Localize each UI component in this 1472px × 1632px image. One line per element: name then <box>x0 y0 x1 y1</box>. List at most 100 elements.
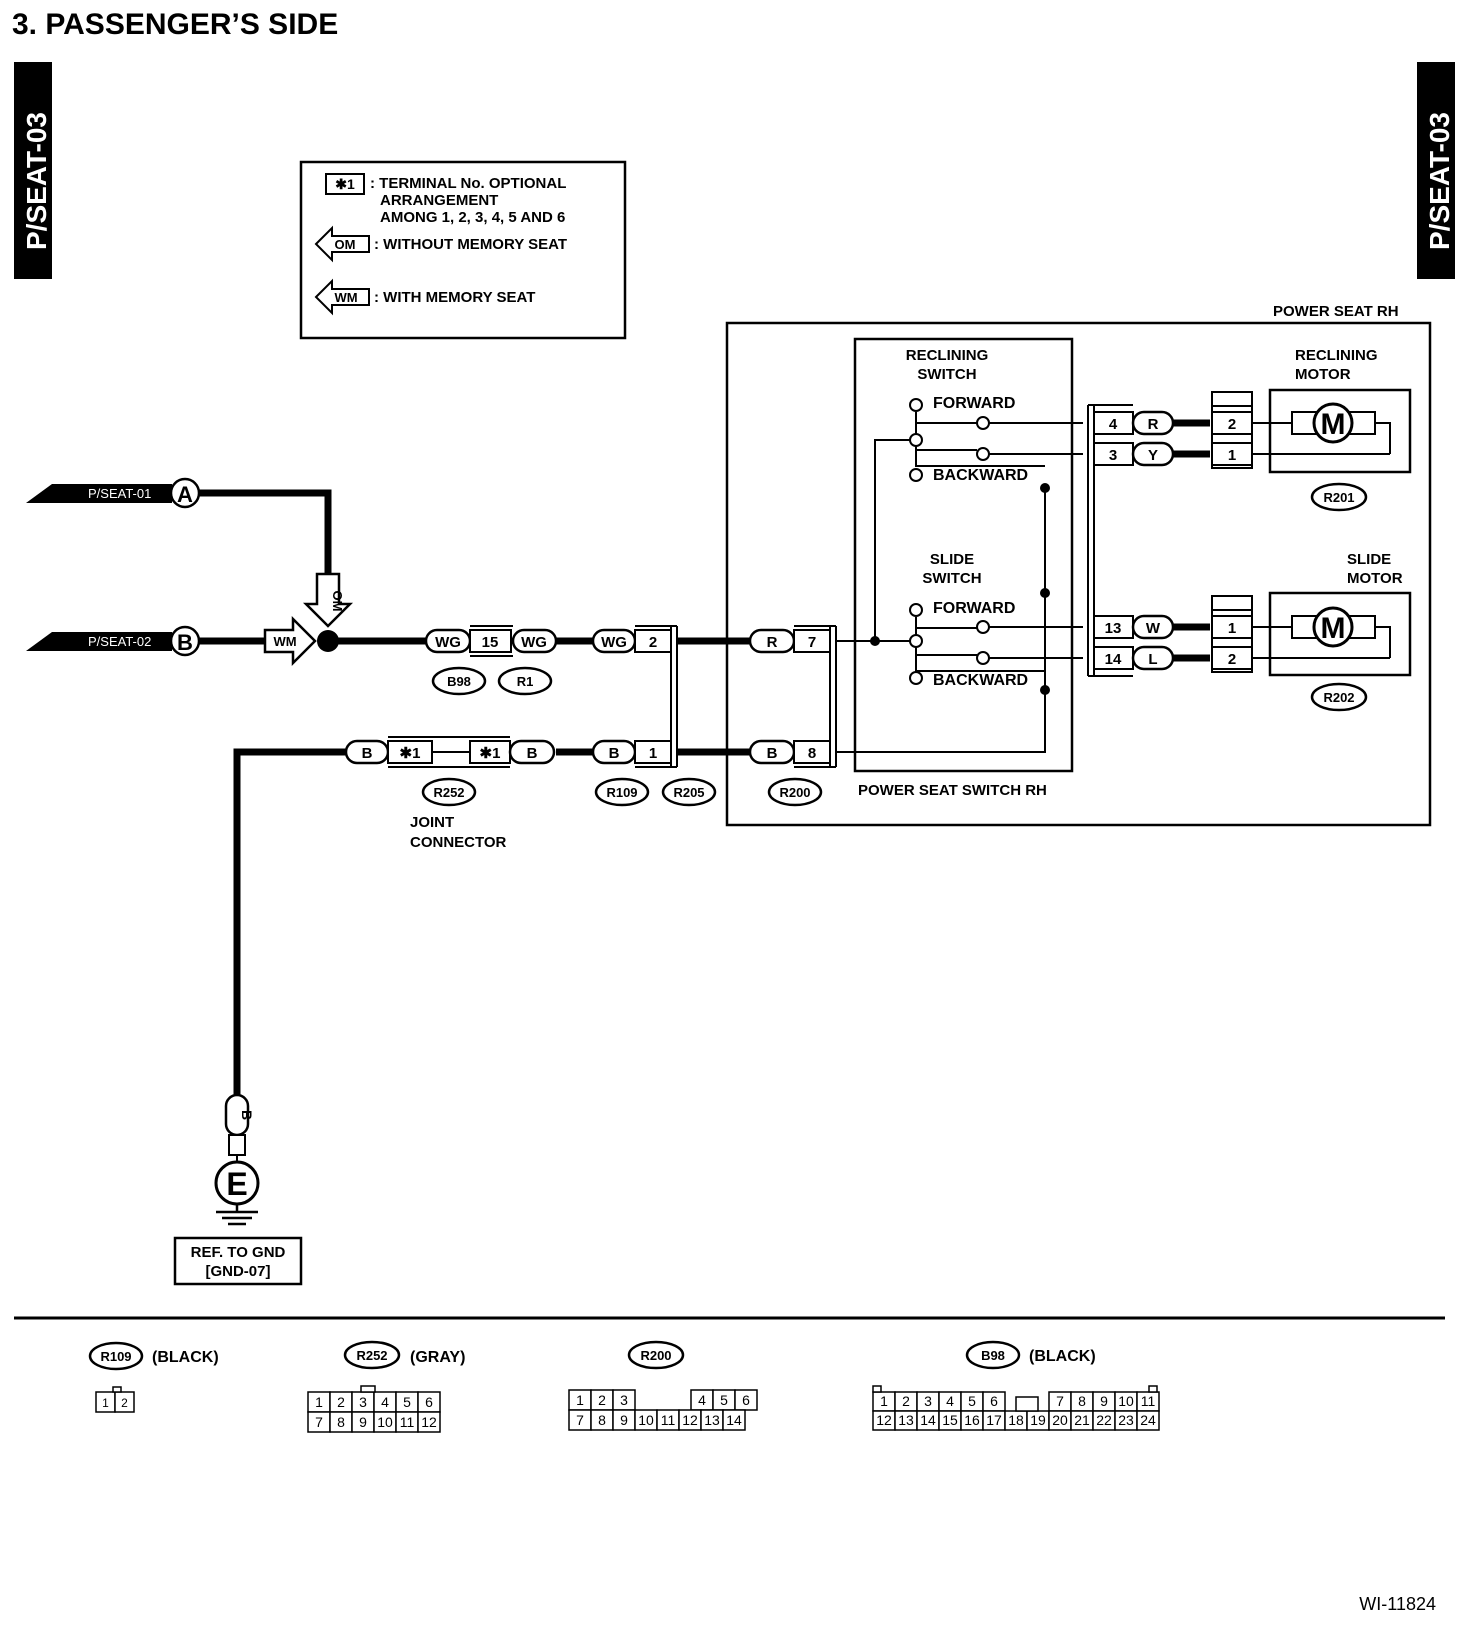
pin-label: 10 <box>638 1412 654 1428</box>
thick-wires <box>199 419 1210 1095</box>
ground-icon <box>216 1204 258 1226</box>
legend-om-arrow-icon <box>314 225 370 263</box>
splice-point <box>317 630 339 652</box>
svg-text:8: 8 <box>808 745 816 762</box>
pin-label: 5 <box>968 1393 976 1409</box>
svg-text:B: B <box>767 745 778 762</box>
svg-text:14: 14 <box>1105 651 1122 668</box>
pin-label: 2 <box>121 1396 128 1410</box>
pin-label: 17 <box>986 1412 1002 1428</box>
pin-label: 7 <box>315 1414 323 1430</box>
pin-label: 2 <box>598 1392 606 1408</box>
pin-label: 10 <box>377 1414 393 1430</box>
pin-label: 14 <box>920 1412 936 1428</box>
svg-text:R: R <box>1148 416 1159 433</box>
svg-text:4: 4 <box>1109 416 1118 433</box>
input-flag-a: P/SEAT-01 A <box>26 477 201 509</box>
legend: ✱1 : TERMINAL No. OPTIONAL ARRANGEMENT A… <box>299 160 627 340</box>
svg-text:SWITCH: SWITCH <box>917 366 976 383</box>
wm-arrow-icon <box>263 615 317 667</box>
pin-cell <box>1148 1385 1158 1393</box>
switch-box-label: POWER SEAT SWITCH RH <box>858 782 1047 799</box>
pin-label: 13 <box>704 1412 720 1428</box>
svg-text:WG: WG <box>521 634 547 651</box>
svg-text:7: 7 <box>808 634 816 651</box>
om-arrow-label: OM <box>330 591 345 612</box>
pin-label: 6 <box>990 1393 998 1409</box>
pin-label: 12 <box>421 1414 437 1430</box>
motor-connector-r201: 2 1 <box>1211 391 1253 469</box>
connector-r200: R B 7 8 R200 <box>748 625 837 807</box>
pin-label: 19 <box>1030 1412 1046 1428</box>
pin-cell <box>112 1386 122 1393</box>
pin-label: 8 <box>598 1412 606 1428</box>
pin-label: 13 <box>898 1412 914 1428</box>
svg-text:1: 1 <box>1228 620 1236 637</box>
input-b-ref: P/SEAT-02 <box>88 634 151 649</box>
pin-label: 7 <box>576 1412 584 1428</box>
svg-text:B: B <box>609 745 620 762</box>
power-seat-rh-box <box>725 321 1432 827</box>
legend-star-line3: AMONG 1, 2, 3, 4, 5 AND 6 <box>380 209 565 226</box>
svg-text:(BLACK): (BLACK) <box>1029 1348 1096 1365</box>
pin-label: 16 <box>964 1412 980 1428</box>
motor-connector-r202: 1 2 <box>1211 595 1253 673</box>
legend-om-tag: OM <box>335 237 356 252</box>
pin-label: 10 <box>1118 1393 1134 1409</box>
pin-label: 9 <box>1100 1393 1108 1409</box>
svg-text:B98: B98 <box>447 674 471 689</box>
svg-text:FORWARD: FORWARD <box>933 395 1015 412</box>
legend-star-line2: ARRANGEMENT <box>380 192 498 209</box>
pin-label: 23 <box>1118 1412 1134 1428</box>
legend-wm-tag: WM <box>334 290 357 305</box>
pin-label: 1 <box>102 1396 109 1410</box>
svg-text:[GND-07]: [GND-07] <box>205 1263 270 1280</box>
pin-label: 12 <box>876 1412 892 1428</box>
svg-text:2: 2 <box>1228 651 1236 668</box>
pin-label: 9 <box>359 1414 367 1430</box>
svg-text:R: R <box>767 634 778 651</box>
svg-text:SWITCH: SWITCH <box>922 570 981 587</box>
pin-cell <box>734 1389 758 1411</box>
pin-label: 8 <box>337 1414 345 1430</box>
svg-text:13: 13 <box>1105 620 1122 637</box>
wm-arrow-label: WM <box>273 634 296 649</box>
pin-cell <box>1015 1396 1039 1412</box>
pin-label: 11 <box>1141 1393 1156 1409</box>
pin-cell <box>722 1409 746 1431</box>
ground-e: B E REF. TO GND [GND-07] <box>173 1093 303 1286</box>
svg-text:REF. TO GND: REF. TO GND <box>191 1244 286 1261</box>
svg-text:3: 3 <box>1109 447 1117 464</box>
pin-label: 3 <box>620 1392 628 1408</box>
pin-label: 1 <box>315 1394 323 1410</box>
svg-text:R109: R109 <box>100 1349 131 1364</box>
pin-label: 1 <box>880 1393 888 1409</box>
pin-label: 4 <box>946 1393 954 1409</box>
side-tab-right-label: P/SEAT-03 <box>1424 112 1455 250</box>
svg-text:R252: R252 <box>356 1348 387 1363</box>
ground-letter: E <box>226 1166 247 1202</box>
svg-text:B: B <box>362 745 373 762</box>
svg-text:Y: Y <box>1148 447 1158 464</box>
svg-text:R201: R201 <box>1323 490 1354 505</box>
pin-label: 4 <box>381 1394 389 1410</box>
input-a-ref: P/SEAT-01 <box>88 486 151 501</box>
svg-text:SLIDE: SLIDE <box>930 551 974 568</box>
connector-r109-r205: WG B 2 1 R109 R205 <box>591 625 717 807</box>
side-tab-left: P/SEAT-03 <box>14 62 52 279</box>
svg-text:R200: R200 <box>779 785 810 800</box>
svg-text:1: 1 <box>649 745 657 762</box>
svg-text:✱1: ✱1 <box>480 745 501 762</box>
svg-text:CONNECTOR: CONNECTOR <box>410 834 507 851</box>
pin-label: 5 <box>720 1392 728 1408</box>
svg-text:1: 1 <box>1228 447 1236 464</box>
pin-label: 22 <box>1096 1412 1112 1428</box>
pin-label: 7 <box>1056 1393 1064 1409</box>
svg-text:B98: B98 <box>981 1348 1005 1363</box>
pin-label: 14 <box>726 1412 742 1428</box>
power-seat-switch-rh: POWER SEAT SWITCH RH RECLINING SWITCH SL… <box>836 337 1083 799</box>
joint-connector-r252: B ✱1 ✱1 B R252 JOINT CONNECTOR <box>344 736 556 851</box>
